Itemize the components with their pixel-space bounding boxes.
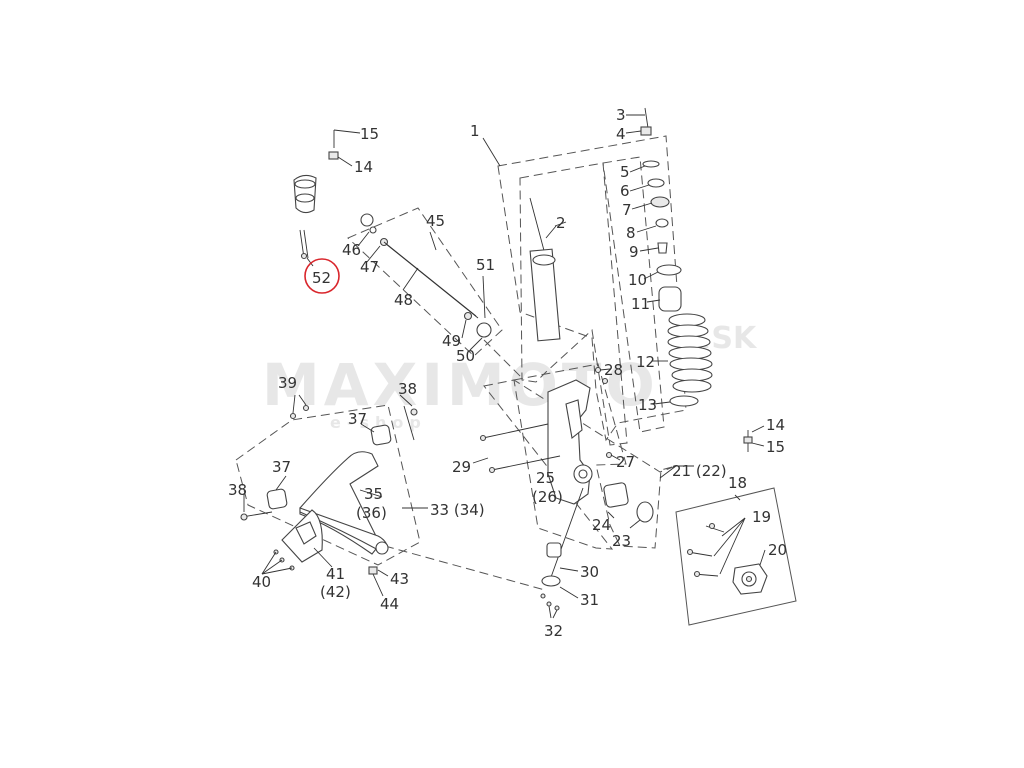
tie-rod-end-right xyxy=(476,322,492,338)
circlip xyxy=(636,501,654,523)
watermark: MAXIMOTO .SK e-shop xyxy=(262,321,758,432)
steering-knuckle xyxy=(384,363,677,619)
watermark-domain: .SK xyxy=(700,321,758,356)
label-46: 46 xyxy=(342,241,361,259)
tie-rod-end-left xyxy=(360,213,374,227)
label-23: 23 xyxy=(612,532,631,550)
label-15-right: 15 xyxy=(766,438,785,456)
label-33-34: 33 (34) xyxy=(430,501,485,519)
label-14-top: 14 xyxy=(354,158,373,176)
label-26: (26) xyxy=(532,488,563,506)
knuckle-outline-right xyxy=(512,363,677,549)
part-labels: 1 2 3 4 5 6 7 8 9 10 11 12 13 14 15 14 1… xyxy=(228,106,787,640)
bushing-upper xyxy=(370,424,392,446)
label-29: 29 xyxy=(452,458,471,476)
upper-bolt-group xyxy=(293,129,361,267)
label-30: 30 xyxy=(580,563,599,581)
lower-a-arm-group xyxy=(235,394,428,597)
knuckle-outline-left xyxy=(483,379,614,550)
shock-absorber-group xyxy=(482,107,713,446)
label-52: 52 xyxy=(312,269,331,287)
bolt-38-upper xyxy=(403,405,415,441)
label-47: 47 xyxy=(360,258,379,276)
bolt-29-upper xyxy=(482,423,549,439)
coil-spring xyxy=(667,313,713,407)
label-1: 1 xyxy=(470,122,480,140)
hub-frame xyxy=(675,487,797,626)
ball-joint xyxy=(546,542,562,558)
tie-rod-outline xyxy=(347,207,503,357)
label-11: 11 xyxy=(631,295,650,313)
label-32: 32 xyxy=(544,622,563,640)
label-45: 45 xyxy=(426,212,445,230)
label-5: 5 xyxy=(620,163,630,181)
label-20: 20 xyxy=(768,541,787,559)
label-35: 35 xyxy=(364,485,383,503)
label-39: 39 xyxy=(278,374,297,392)
label-19: 19 xyxy=(752,508,771,526)
shock-rod xyxy=(529,197,547,259)
label-43: 43 xyxy=(390,570,409,588)
wheel-hub-group xyxy=(659,465,797,626)
group-spring-outline xyxy=(602,156,665,433)
bushing-lower xyxy=(266,488,288,510)
a-arm xyxy=(299,451,381,555)
label-6: 6 xyxy=(620,182,630,200)
highlight-circle xyxy=(304,258,340,294)
label-24: 24 xyxy=(592,516,611,534)
label-49: 49 xyxy=(442,332,461,350)
bolt-29-lower xyxy=(491,455,561,471)
label-18: 18 xyxy=(728,474,747,492)
label-38-upper: 38 xyxy=(398,380,417,398)
label-7: 7 xyxy=(622,201,632,219)
group-2-outline xyxy=(519,162,628,446)
label-4: 4 xyxy=(616,125,626,143)
label-37-upper: 37 xyxy=(348,410,367,428)
label-40: 40 xyxy=(252,573,271,591)
bolt-14-15-right xyxy=(743,425,765,452)
wheel-bearing xyxy=(603,482,629,508)
label-31: 31 xyxy=(580,591,599,609)
a-arm-outline xyxy=(235,404,421,566)
label-36: (36) xyxy=(356,504,387,522)
label-27: 27 xyxy=(616,453,635,471)
ball-joint-shaft xyxy=(549,487,584,581)
watermark-tagline: e-shop xyxy=(330,413,427,432)
shock-top-hardware xyxy=(640,107,682,312)
label-13: 13 xyxy=(638,396,657,414)
label-15-top: 15 xyxy=(360,125,379,143)
label-28: 28 xyxy=(604,361,623,379)
label-51: 51 xyxy=(476,256,495,274)
label-9: 9 xyxy=(629,243,639,261)
label-12: 12 xyxy=(636,353,655,371)
label-48: 48 xyxy=(394,291,413,309)
label-8: 8 xyxy=(626,224,636,242)
label-2: 2 xyxy=(556,214,566,232)
label-42: (42) xyxy=(320,583,351,601)
shock-cap xyxy=(532,254,556,266)
label-37-lower: 37 xyxy=(272,458,291,476)
label-10: 10 xyxy=(628,271,647,289)
shock-body xyxy=(529,248,561,342)
label-3: 3 xyxy=(616,106,626,124)
label-41: 41 xyxy=(326,565,345,583)
label-38-lower: 38 xyxy=(228,481,247,499)
label-21-22: 21 (22) xyxy=(672,462,727,480)
label-25: 25 xyxy=(536,469,555,487)
label-44: 44 xyxy=(380,595,399,613)
tie-rod-group xyxy=(347,207,525,381)
watermark-brand: MAXIMOTO xyxy=(262,351,659,419)
label-50: 50 xyxy=(456,347,475,365)
label-14-right: 14 xyxy=(766,416,785,434)
spring-seat xyxy=(669,395,699,407)
